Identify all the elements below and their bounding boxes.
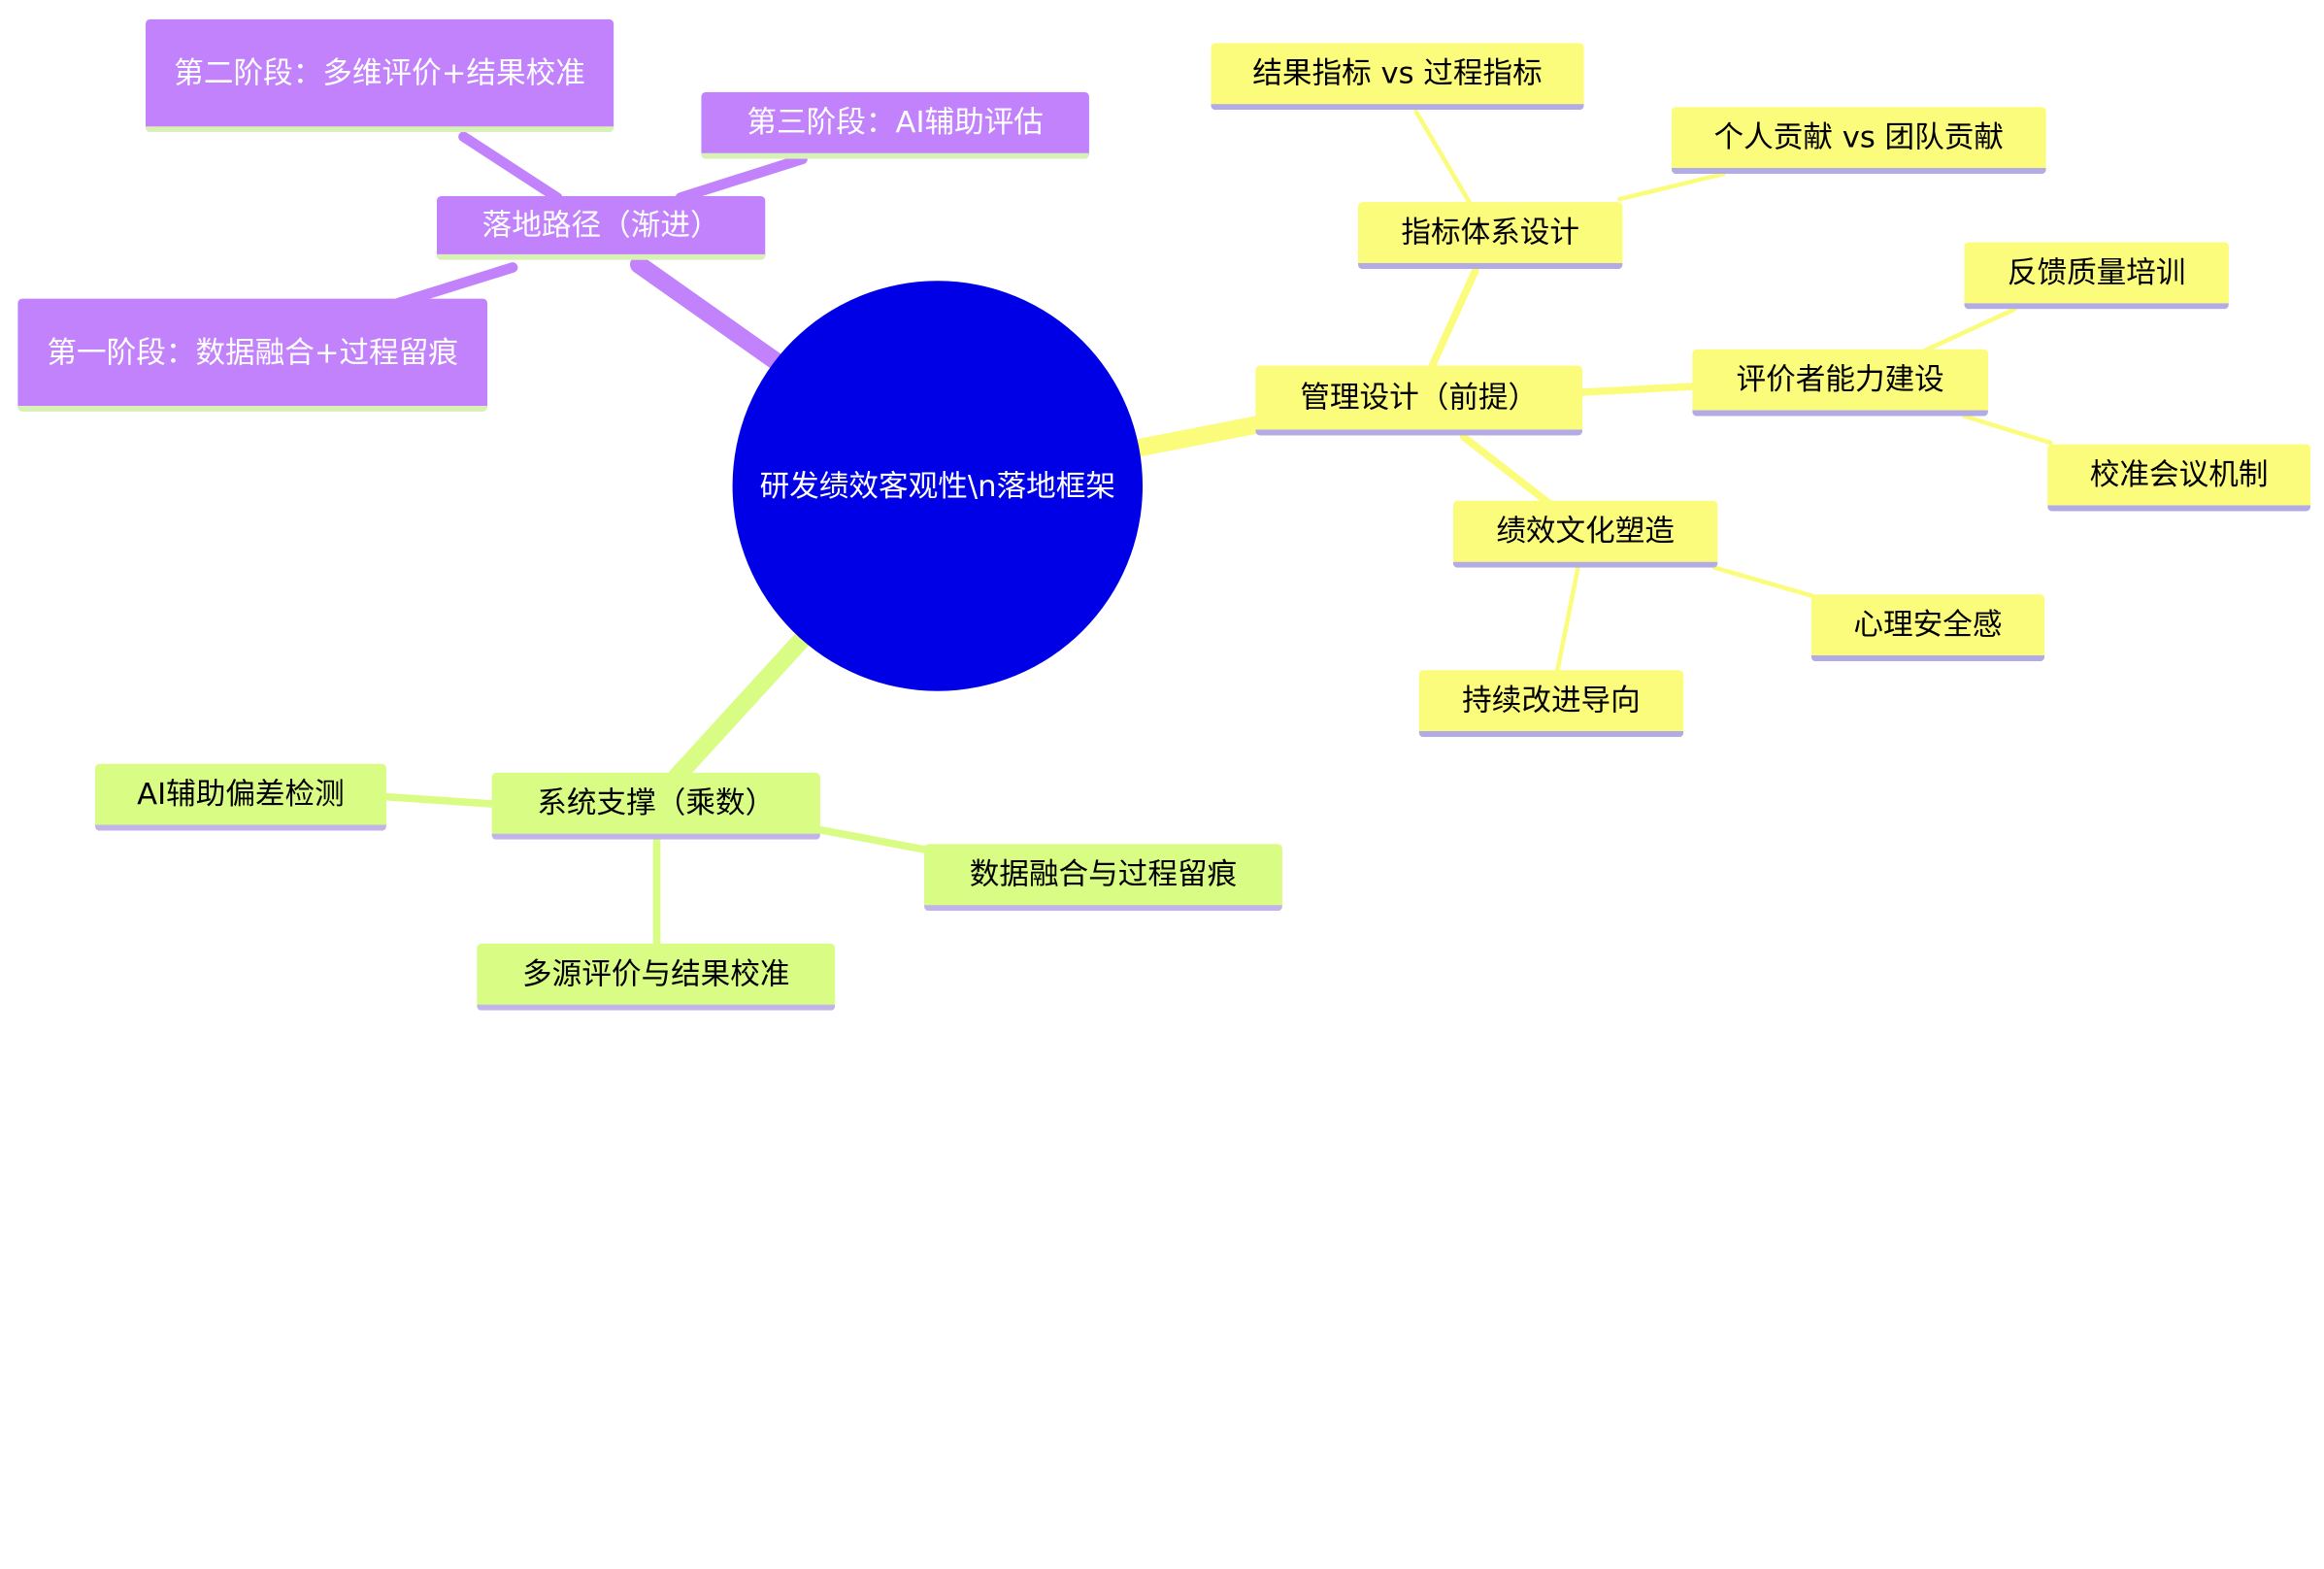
path-phase2-label: 第二阶段：多维评价+结果校准	[174, 53, 585, 90]
evaluator-calibration-label: 校准会议机制	[2089, 455, 2269, 492]
path-phase1-label: 第一阶段：数据融合+过程留痕	[47, 333, 458, 370]
connector-lines	[380, 109, 2053, 950]
edge-path-phase3	[675, 153, 808, 203]
system-data-label: 数据融合与过程留痕	[969, 855, 1238, 892]
path-phase3-node[interactable]: 第三阶段：AI辅助评估	[701, 91, 1089, 159]
branch-management-label: 管理设计（前提）	[1300, 379, 1539, 416]
management-evaluator-label: 评价者能力建设	[1736, 360, 1944, 397]
branch-path-node[interactable]: 落地路径（渐进）	[436, 196, 766, 260]
culture-improve-node[interactable]: 持续改进导向	[1418, 670, 1684, 738]
evaluator-calibration-node[interactable]: 校准会议机制	[2047, 444, 2311, 512]
management-evaluator-node[interactable]: 评价者能力建设	[1692, 349, 1988, 417]
edge-management-evaluator	[1577, 383, 1698, 396]
path-phase2-node[interactable]: 第二阶段：多维评价+结果校准	[145, 18, 614, 133]
system-ai-node[interactable]: AI辅助偏差检测	[94, 763, 386, 831]
edge-system-ai	[380, 792, 497, 808]
path-phase3-label: 第三阶段：AI辅助评估	[747, 104, 1044, 140]
evaluator-feedback-node[interactable]: 反馈质量培训	[1964, 242, 2229, 310]
management-indicator-node[interactable]: 指标体系设计	[1357, 202, 1623, 270]
branch-system-node[interactable]: 系统支撑（乘数）	[491, 772, 820, 840]
edge-management-culture	[1459, 433, 1554, 508]
indicator-personal-node[interactable]: 个人贡献 vs 团队贡献	[1671, 107, 2046, 175]
root-label: 研发绩效客观性\n落地框架	[759, 468, 1116, 504]
indicator-result-label: 结果指标 vs 过程指标	[1252, 54, 1543, 91]
edge-system-data	[813, 825, 931, 854]
system-multi-label: 多源评价与结果校准	[522, 955, 790, 991]
branch-system-label: 系统支撑（乘数）	[537, 784, 776, 820]
indicator-result-node[interactable]: 结果指标 vs 过程指标	[1211, 43, 1584, 111]
indicator-personal-label: 个人贡献 vs 团队贡献	[1713, 118, 2004, 155]
edge-indicator-personal	[1617, 171, 1726, 202]
management-culture-label: 绩效文化塑造	[1496, 513, 1675, 549]
edge-root-management	[1132, 415, 1273, 456]
edge-culture-improve	[1554, 565, 1580, 675]
edge-indicator-result	[1413, 109, 1474, 208]
branch-management-node[interactable]: 管理设计（前提）	[1255, 365, 1583, 436]
path-phase1-node[interactable]: 第一阶段：数据融合+过程留痕	[17, 298, 488, 412]
edge-evaluator-feedback	[1918, 307, 2017, 355]
management-indicator-label: 指标体系设计	[1401, 214, 1580, 250]
edge-root-path	[629, 255, 785, 371]
root-node[interactable]: 研发绩效客观性\n落地框架	[732, 281, 1144, 691]
branch-path-label: 落地路径（渐进）	[481, 206, 720, 243]
management-culture-node[interactable]: 绩效文化塑造	[1452, 500, 1718, 568]
edge-evaluator-calibration	[1962, 414, 2053, 446]
system-ai-label: AI辅助偏差检测	[137, 775, 345, 812]
edge-culture-safety	[1712, 565, 1815, 599]
culture-safety-label: 心理安全感	[1853, 606, 2003, 643]
edge-root-system	[667, 629, 812, 786]
evaluator-feedback-label: 反馈质量培训	[2007, 253, 2186, 290]
system-multi-node[interactable]: 多源评价与结果校准	[477, 943, 836, 1011]
culture-safety-node[interactable]: 心理安全感	[1810, 594, 2045, 662]
edge-management-indicator	[1427, 266, 1479, 373]
system-data-node[interactable]: 数据融合与过程留痕	[924, 844, 1282, 912]
culture-improve-label: 持续改进导向	[1462, 682, 1641, 718]
edge-path-phase2	[458, 131, 563, 203]
edge-path-phase1	[392, 262, 518, 309]
